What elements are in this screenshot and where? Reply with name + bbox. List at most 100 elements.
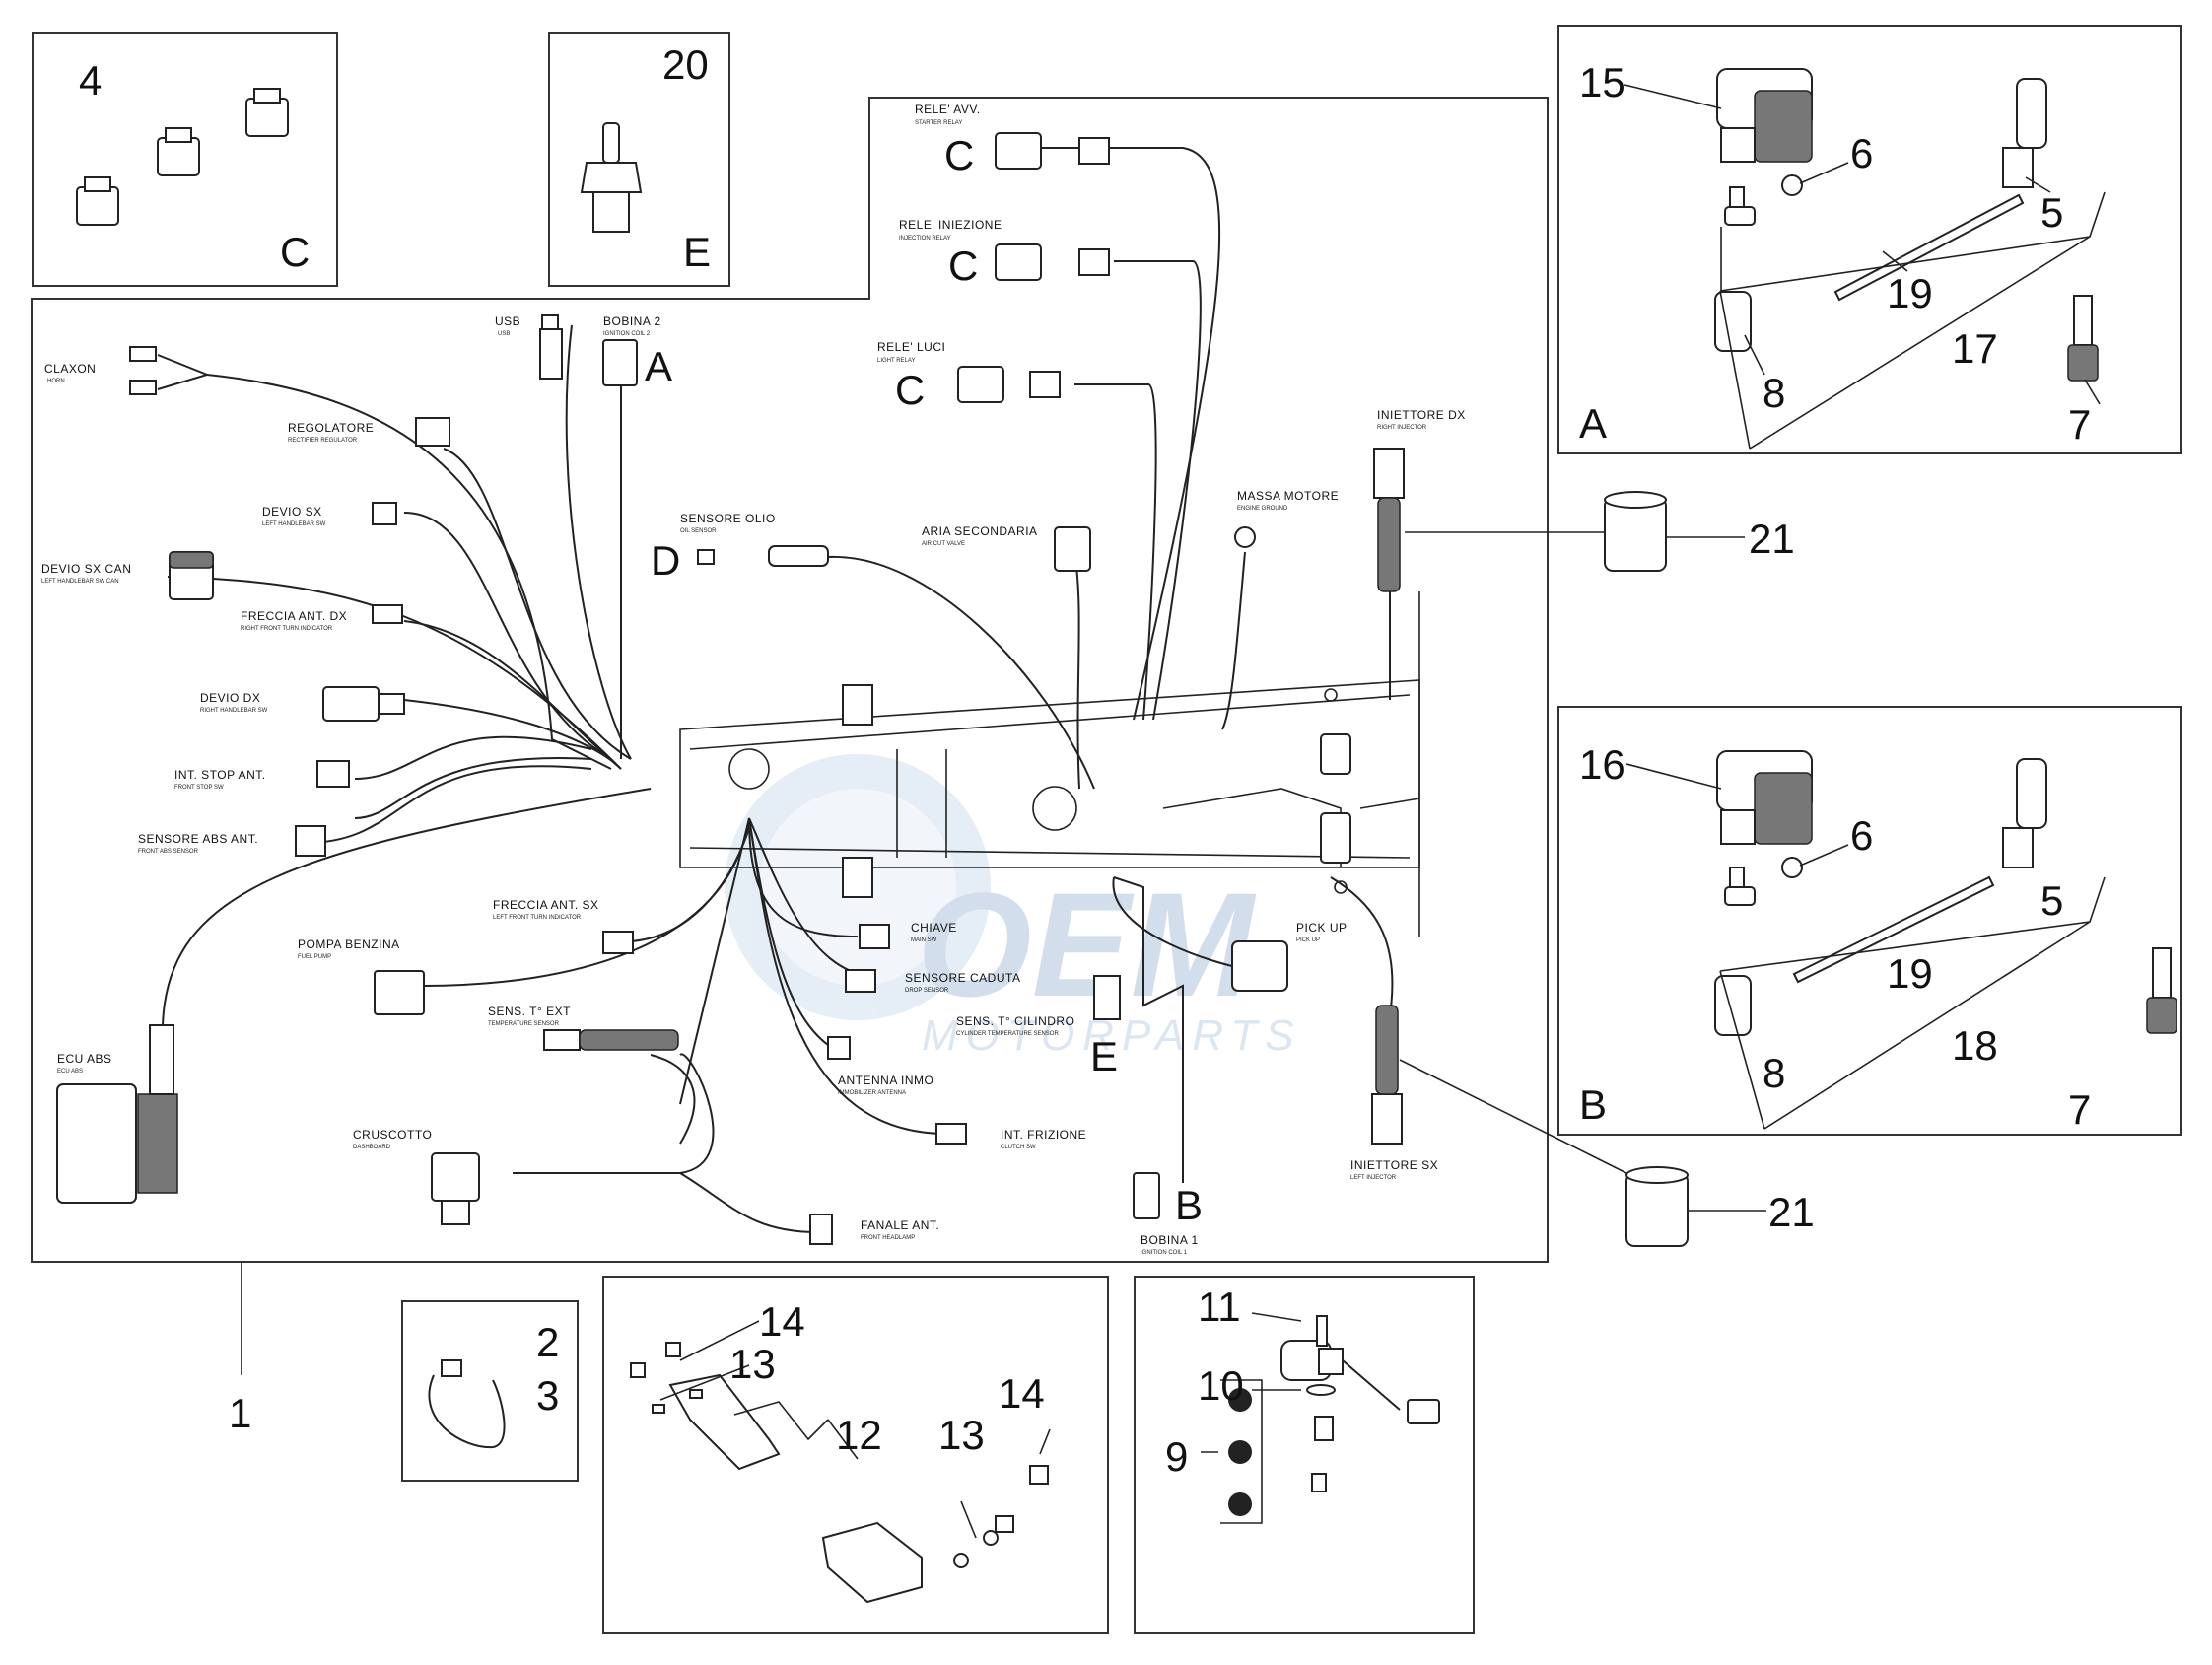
cap-part: [1714, 975, 1752, 1036]
iniett-sx-connector: [1371, 1005, 1403, 1145]
box-kit-a: [1557, 25, 2182, 454]
label-sens-abs-sub: FRONT ABS SENSOR: [138, 849, 199, 855]
callout-8b: 8: [1763, 1050, 1785, 1096]
label-pick-up: PICK UP: [1296, 921, 1348, 935]
callout-10: 10: [1198, 1362, 1244, 1409]
callout-11: 11: [1198, 1283, 1241, 1330]
devio-sx-can-connector: [169, 551, 214, 600]
box-sensor: [1134, 1276, 1475, 1634]
watermark-brand: OEM: [917, 862, 1257, 1027]
callout-12: 12: [836, 1412, 882, 1458]
callout-19a: 19: [1887, 270, 1933, 316]
callout-21b: 21: [1768, 1189, 1815, 1235]
ignition-coil-part: [1716, 750, 1813, 906]
letter-c3: C: [895, 367, 925, 413]
callout-21a: 21: [1749, 516, 1795, 562]
sens-ext-connector: [543, 1029, 679, 1051]
label-pompa: POMPA BENZINA: [298, 937, 400, 951]
harness-frame: [679, 591, 1420, 937]
chiave-connector: [859, 924, 890, 949]
callout-6b: 6: [1850, 812, 1873, 859]
bobina1-connector: [1133, 1172, 1160, 1219]
label-antenna-sub: IMMOBILIZER ANTENNA: [838, 1090, 906, 1096]
label-chiave-sub: MAIN SW: [911, 937, 937, 943]
antenna-connector: [827, 1036, 851, 1060]
kit-bracket: 14 13 12 13 14: [630, 1298, 1051, 1604]
freccia-sx-connector: [602, 931, 634, 954]
devio-dx-connector: [322, 686, 405, 722]
label-freccia-sx: FRECCIA ANT. SX: [493, 898, 599, 912]
letter-d: D: [651, 537, 680, 584]
label-sens-cil: SENS. T° CILINDRO: [956, 1014, 1074, 1028]
label-freccia-sx-sub: LEFT FRONT TURN INDICATOR: [493, 915, 582, 921]
ecu-abs-connector: [56, 1024, 178, 1204]
label-aria-sec: ARIA SECONDARIA: [922, 524, 1038, 538]
rele-luci-connector: [957, 366, 1061, 403]
callout-5b: 5: [2040, 877, 2063, 924]
callout-14b: 14: [999, 1370, 1045, 1417]
callout-19b: 19: [1887, 950, 1933, 997]
label-rele-iniez-sub: INJECTION RELAY: [899, 236, 951, 242]
label-pompa-sub: FUEL PUMP: [298, 954, 331, 960]
nut-part: [1781, 857, 1803, 878]
label-int-stop: INT. STOP ANT.: [174, 768, 266, 782]
label-bobina2: BOBINA 2: [603, 314, 661, 328]
label-massa-sub: ENGINE GROUND: [1237, 506, 1288, 512]
washer-part: [1306, 1384, 1336, 1396]
label-sens-olio-sub: OIL SENSOR: [680, 528, 717, 534]
kit-e: 20 E: [580, 41, 711, 275]
callout-16: 16: [1579, 741, 1625, 788]
nut-part: [1781, 174, 1803, 196]
callout-1: 1: [229, 1390, 251, 1436]
label-sens-ext-sub: TEMPERATURE SENSOR: [488, 1021, 560, 1027]
callout-4: 4: [79, 57, 102, 104]
label-bobina2-sub: IGNITION COIL 2: [603, 331, 651, 337]
temp-sensor-part: [580, 122, 643, 233]
callout-8a: 8: [1763, 370, 1785, 416]
label-fanale-sub: FRONT HEADLAMP: [861, 1235, 915, 1241]
spark-plug-part: [2067, 295, 2099, 382]
label-devio-dx: DEVIO DX: [200, 691, 260, 705]
label-freccia-dx: FRECCIA ANT. DX: [241, 609, 347, 623]
label-sens-abs: SENSORE ABS ANT.: [138, 832, 258, 846]
label-aria-sec-sub: AIR CUT VALVE: [922, 541, 965, 547]
label-iniett-sx: INIETTORE SX: [1350, 1158, 1438, 1172]
bracket-part: [668, 1373, 923, 1604]
cable-tie-part: [428, 1359, 506, 1449]
screw-part: [630, 1342, 1049, 1568]
screw-part: [1311, 1315, 1334, 1492]
label-rele-avv: RELE' AVV.: [915, 103, 981, 116]
label-devio-sx: DEVIO SX: [262, 505, 322, 519]
kit-sensor: 11 10 9: [1165, 1283, 1440, 1524]
callout-3: 3: [536, 1372, 559, 1419]
sens-abs-connector: [295, 825, 326, 857]
kit-a: 15 6 5 19 17 8 7 A: [1579, 59, 2106, 450]
devio-sx-connector: [372, 502, 397, 525]
int-friz-connector: [935, 1123, 967, 1145]
usb-connector: [539, 314, 563, 380]
kit-b: 16 6 5 19 18 8 7 B: [1579, 741, 2177, 1133]
box-bracket: [602, 1276, 1109, 1634]
harness-labels: RELE' AVV. STARTER RELAY RELE' INIEZIONE…: [41, 103, 1465, 1256]
label-claxon-sub: HORN: [47, 379, 65, 384]
watermark: OEM MOTORPARTS: [725, 754, 1294, 1060]
sens-cil-connector: [1093, 975, 1121, 1020]
int-stop-connector: [316, 760, 350, 788]
harness-letters: C C C A D E B: [645, 132, 1203, 1228]
label-regolatore: REGOLATORE: [288, 421, 374, 435]
label-int-friz-sub: CLUTCH SW: [1001, 1145, 1036, 1150]
fanale-connector: [809, 1214, 833, 1245]
rod-part: [1833, 193, 2025, 302]
callout-box-c: C: [280, 229, 310, 275]
callout-7a: 7: [2068, 401, 2091, 448]
kit-clamp: 2 3: [428, 1319, 559, 1449]
relay-part: [76, 88, 289, 226]
boot-part: [2002, 758, 2047, 868]
boot-part: [2002, 78, 2047, 188]
rod-part: [1792, 875, 1995, 984]
label-usb-sub: USB: [498, 331, 510, 337]
callout-7b: 7: [2068, 1086, 2091, 1133]
cap-21-top: 21: [1405, 491, 1795, 572]
rele-avv-connector: [995, 132, 1110, 170]
kit-c: 4 C: [76, 57, 310, 275]
